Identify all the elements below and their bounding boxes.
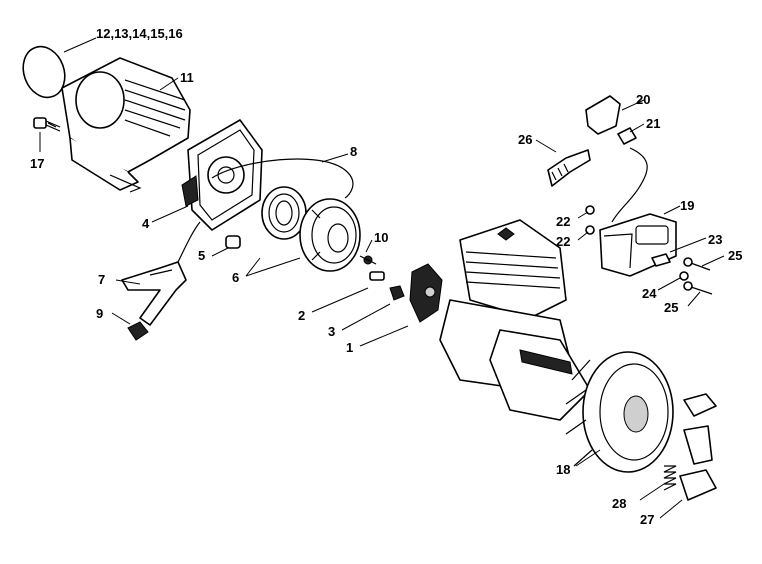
spring-3 <box>389 285 405 301</box>
crankshaft <box>519 349 573 375</box>
callout-12-16: 12,13,14,15,16 <box>96 26 183 41</box>
screw-25a <box>683 257 711 271</box>
callout-8: 8 <box>350 144 357 159</box>
screw-17 <box>33 117 61 132</box>
fan-housing-shroud <box>61 57 191 193</box>
wire-bracket <box>651 253 671 267</box>
screw-10 <box>359 255 377 265</box>
engine-cylinder <box>439 219 591 421</box>
callout-11: 11 <box>180 70 194 85</box>
callout-5: 5 <box>198 248 205 263</box>
sleeve-5 <box>225 235 241 249</box>
callout-7: 7 <box>98 272 105 287</box>
washer-24 <box>679 271 689 281</box>
callout-25a: 25 <box>728 248 742 263</box>
callout-6: 6 <box>232 270 239 285</box>
callout-28: 28 <box>612 496 626 511</box>
ignition-module <box>599 213 677 277</box>
callout-22b: 22 <box>556 234 570 249</box>
flywheel <box>565 351 674 473</box>
screw-25b <box>683 281 713 295</box>
callout-23: 23 <box>708 232 722 247</box>
callout-25b: 25 <box>664 300 678 315</box>
callout-4: 4 <box>142 216 150 231</box>
callout-24: 24 <box>642 286 657 301</box>
callout-18: 18 <box>556 462 570 477</box>
callout-27: 27 <box>640 512 654 527</box>
grip-insert <box>127 321 149 341</box>
gasket-ring <box>22 45 66 99</box>
pawl-2 <box>369 271 385 281</box>
spring-28 <box>663 465 677 491</box>
callout-3: 3 <box>328 324 335 339</box>
callout-17: 17 <box>30 156 44 171</box>
callout-10: 10 <box>374 230 388 245</box>
starter-housing <box>181 119 263 231</box>
callout-22a: 22 <box>556 214 570 229</box>
callout-9: 9 <box>96 306 103 321</box>
spark-plug-boot <box>585 95 621 135</box>
leader-lines <box>39 37 725 519</box>
pawl-carrier <box>409 263 443 323</box>
rope-rotor <box>299 198 361 272</box>
callout-20: 20 <box>636 92 650 107</box>
callout-26: 26 <box>518 132 532 147</box>
callout-19: 19 <box>680 198 694 213</box>
spark-plug <box>547 149 591 187</box>
starter-grip <box>121 261 187 326</box>
ignition-lead <box>611 127 648 223</box>
callout-21: 21 <box>646 116 660 131</box>
pawl-27 <box>679 393 717 501</box>
callout-2: 2 <box>298 308 305 323</box>
starter-rope <box>177 158 354 263</box>
callout-1: 1 <box>346 340 353 355</box>
